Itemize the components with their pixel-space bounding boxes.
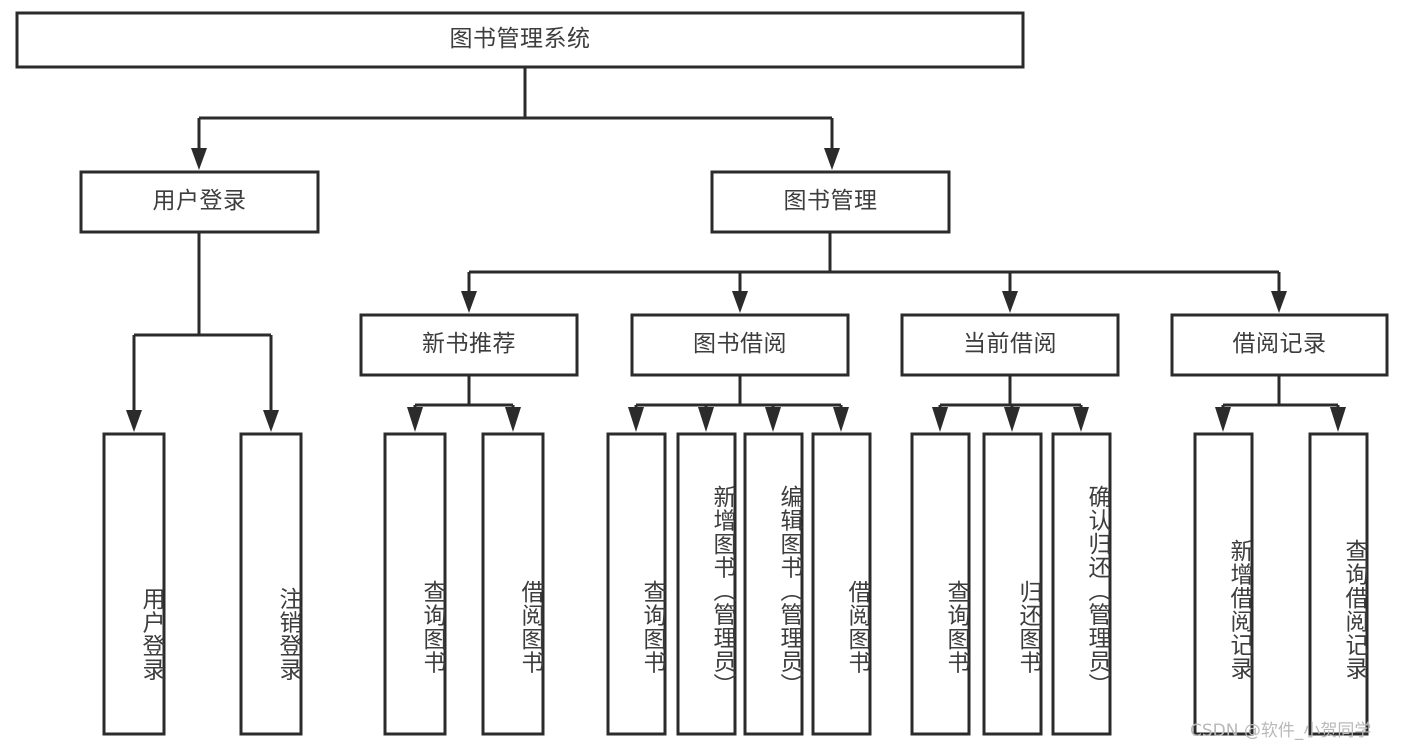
leaf-user-login-box[interactable] [102,432,166,736]
leaf-confirm-return-box[interactable] [1051,432,1112,736]
connectors-userlogin-to-leaves [126,232,279,432]
leaf-query-book-rec-box[interactable] [383,432,447,736]
node-user-login-box[interactable] [79,170,320,234]
connectors-bookmanage-to-level2 [461,232,1287,313]
leaf-borrow-book-rec-box[interactable] [481,432,545,736]
node-current-borrow-box[interactable] [900,313,1120,377]
connectors-currentborrow-to-leaves [932,375,1089,432]
connectors-bookborrow-to-leaves [628,375,849,432]
connectors-root-to-level1 [191,67,840,170]
leaf-query-book-box[interactable] [606,432,667,736]
node-new-book-rec-box[interactable] [359,313,579,377]
leaf-add-record-box[interactable] [1193,432,1254,736]
node-root-box[interactable] [15,11,1025,69]
leaf-query-record-box[interactable] [1308,432,1369,736]
node-book-borrow-box[interactable] [630,313,850,377]
leaf-user-logout-box[interactable] [239,432,303,736]
connectors-borrowrecord-to-leaves [1215,375,1346,432]
connectors-newbookrec-to-leaves [407,375,521,432]
leaf-borrow-book-box[interactable] [811,432,872,736]
node-book-manage-box[interactable] [710,170,951,234]
leaf-edit-book-box[interactable] [743,432,804,736]
leaf-query-book-cur-box[interactable] [910,432,971,736]
node-borrow-record-box[interactable] [1170,313,1389,377]
leaf-add-book-box[interactable] [676,432,737,736]
leaf-return-book-box[interactable] [982,432,1043,736]
